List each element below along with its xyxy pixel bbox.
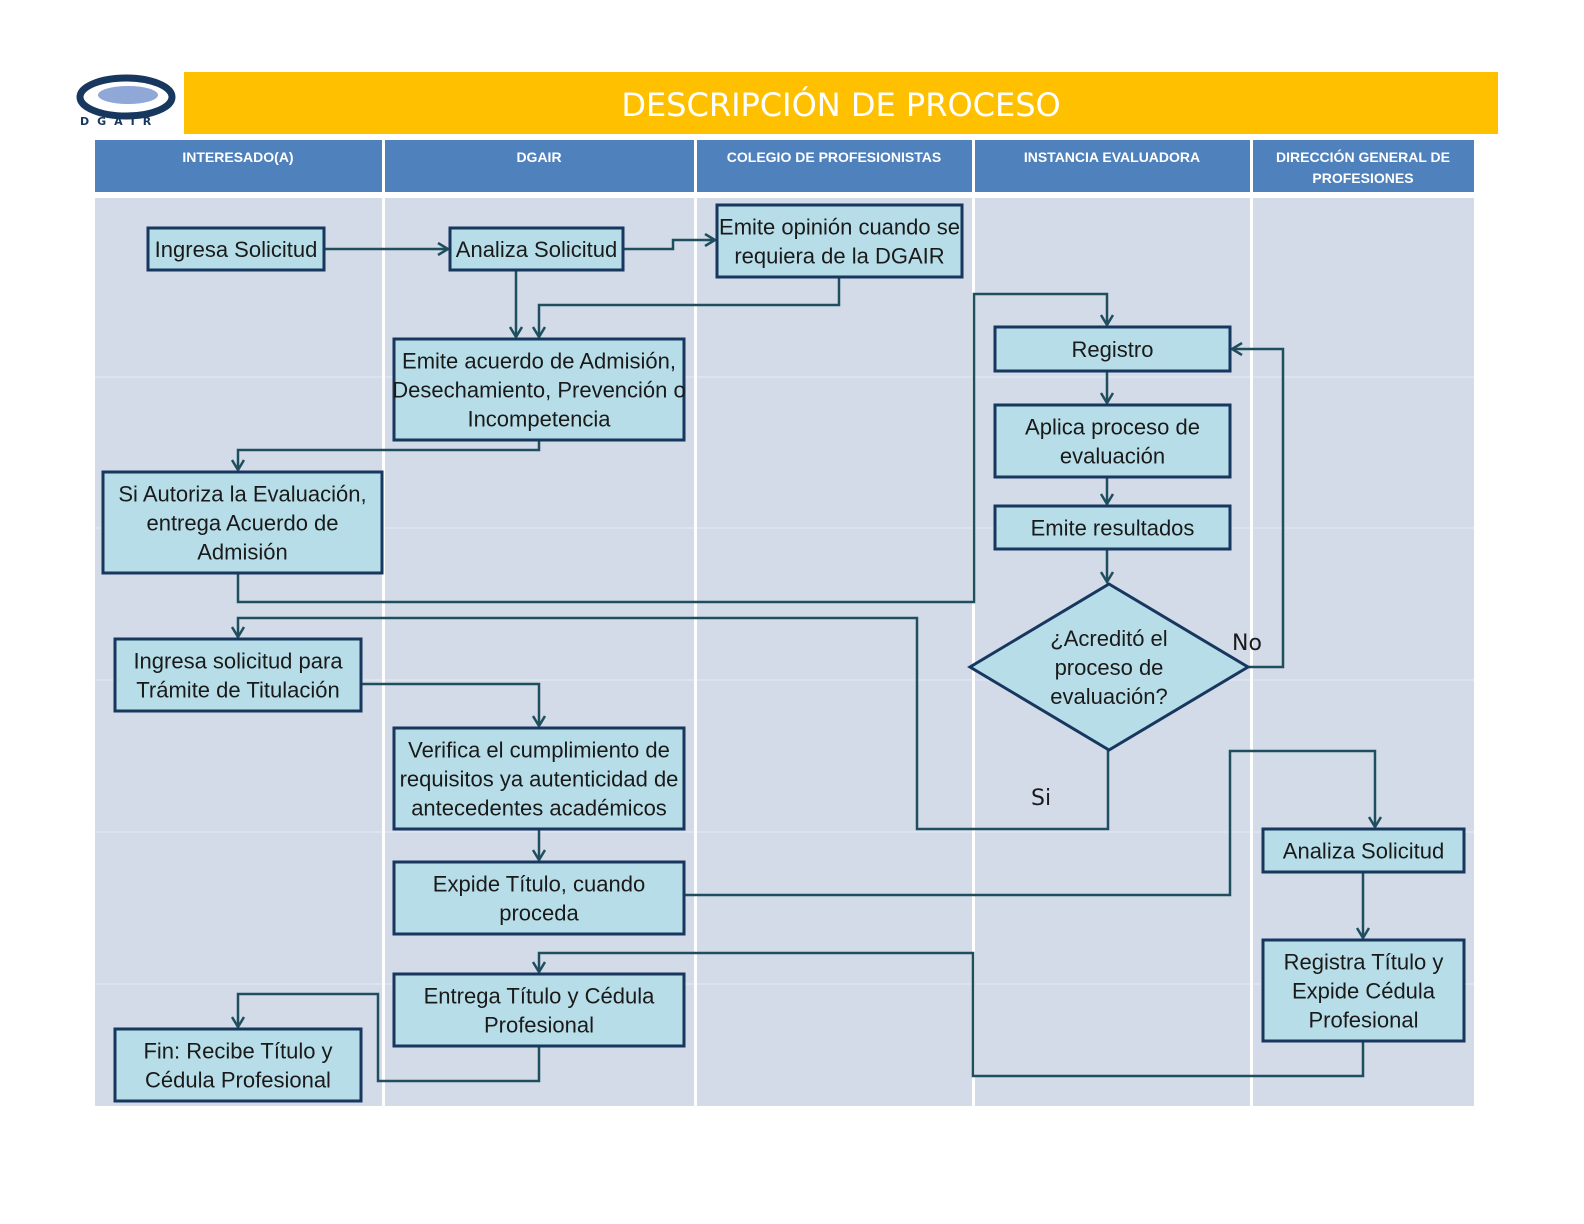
process-box-emite-opinion: Emite opinión cuando se requiera de la DG… [715,203,964,279]
node-label: evaluación? [1050,684,1167,709]
process-box-registra-titulo: Registra Título y Expide CédulaProfesiona… [1261,938,1466,1043]
node-label: Emite resultados [1031,516,1195,541]
node-shape [146,226,326,272]
node-shape [392,337,686,442]
node-label: Admisión [197,540,287,565]
node-label: Ingresa solicitud para [133,649,343,674]
decision-label-no: No [1232,631,1262,656]
node-label: Emite opinión cuando se [719,215,960,240]
node-shape [1261,938,1466,1043]
node-shape [1261,827,1466,874]
node-label: Ingresa Solicitud [155,237,318,262]
connector-analiza-solicitud-dgair-to-emite-opinion [623,240,715,251]
flow-connectors [236,240,1375,1083]
process-box-ingresa-solicitud: Ingresa Solicitud [146,226,326,272]
connector-acredito-to-registro [1232,349,1285,669]
node-shape [993,504,1232,551]
connector-entrega-titulo-to-fin [238,992,541,1083]
process-box-aplica-proceso: Aplica proceso de evaluación [993,403,1232,479]
process-box-verifica: Verifica el cumplimiento de requisitos ya… [392,726,686,831]
node-label: Registra Título y [1284,950,1444,975]
node-label: Si Autoriza la Evaluación, [118,482,366,507]
node-label: Expide Cédula [1292,979,1436,1004]
node-label: Profesional [1308,1008,1418,1033]
node-label: proceda [499,901,579,926]
node-label: Trámite de Titulación [136,678,339,703]
node-shape [113,1027,363,1103]
node-shape [392,860,686,936]
node-label: Fin: Recibe Título y [143,1039,332,1064]
node-shape [993,403,1232,479]
banner [184,72,1498,134]
node-shape [993,325,1232,373]
connector-acredito-to-ingresa-titulacion [238,616,1110,831]
node-label: Verifica el cumplimiento de [408,738,670,763]
node-shape [448,226,625,272]
lane-header-label-colegio: COLEGIO DE PROFESIONISTAS [727,149,941,165]
swimlane-headers [95,140,1474,192]
lane-header-instancia [975,140,1250,192]
dgair-logo: DGAIR [76,74,176,128]
node-label: requiera de la DGAIR [734,244,944,269]
node-label: antecedentes académicos [411,796,667,821]
node-label: Aplica proceso de [1025,415,1200,440]
connector-emite-acuerdo-to-si-autoriza [238,440,541,470]
lane-header-label-direccion: PROFESIONES [1312,170,1413,186]
node-shape [392,972,686,1048]
process-box-analiza-solicitud-dgp: Analiza Solicitud [1261,827,1466,874]
process-box-emite-acuerdo: Emite acuerdo de Admisión, Desechamiento,… [392,337,686,442]
connector-emite-opinion-to-emite-acuerdo [539,277,841,337]
node-label: Cédula Profesional [145,1068,331,1093]
lane-header-direccion [1253,140,1474,192]
node-label: Incompetencia [467,407,611,432]
node-label: ¿Acreditó el [1050,626,1167,651]
page-title: DESCRIPCIÓN DE PROCESO [621,85,1060,124]
process-box-expide-titulo: Expide Título, cuando proceda [392,860,686,936]
connector-si-autoriza-to-registro [236,292,1107,604]
node-label: proceso de [1055,655,1164,680]
lane-header-label-dgair: DGAIR [516,149,561,165]
lane-header-label-instancia: INSTANCIA EVALUADORA [1024,149,1200,165]
connector-expide-titulo-to-analiza-solicitud-dgp [684,749,1375,897]
lane-header-colegio [697,140,972,192]
node-label: Analiza Solicitud [1283,839,1444,864]
node-shape [101,470,384,575]
connector-ingresa-titulacion-to-verifica [361,682,539,726]
lane-header-dgair [385,140,694,192]
node-label: Analiza Solicitud [456,237,617,262]
node-label: Entrega Título y Cédula [424,984,655,1009]
node-shape [392,726,686,831]
process-box-si-autoriza: Si Autoriza la Evaluación, entrega Acuerd… [101,470,384,575]
process-box-registro: Registro [993,325,1232,373]
connector-registra-titulo-to-entrega-titulo [539,951,1365,1078]
process-box-fin: Fin: Recibe Título y Cédula Profesional [113,1027,363,1103]
node-label: Registro [1072,337,1154,362]
decision-acredito: ¿Acreditó el proceso de evaluación? [967,582,1251,752]
logo-text: DGAIR [80,115,159,128]
node-label: Expide Título, cuando [433,872,645,897]
node-shape [967,582,1251,752]
process-box-analiza-solicitud-dgair: Analiza Solicitud [448,226,625,272]
node-label: evaluación [1060,444,1165,469]
node-label: entrega Acuerdo de [146,511,338,536]
lane-header-label-direccion: DIRECCIÓN GENERAL DE [1276,148,1450,165]
node-shape [715,203,964,279]
node-label: Profesional [484,1013,594,1038]
lane-header-interesado [95,140,382,192]
lane-header-label-interesado: INTERESADO(A) [182,149,293,165]
decision-label-si: Si [1031,786,1051,811]
node-label: requisitos ya autenticidad de [400,767,679,792]
process-box-emite-resultados: Emite resultados [993,504,1232,551]
node-label: Emite acuerdo de Admisión, [402,349,676,374]
node-shape [113,637,363,713]
node-label: Desechamiento, Prevención o [392,378,686,403]
